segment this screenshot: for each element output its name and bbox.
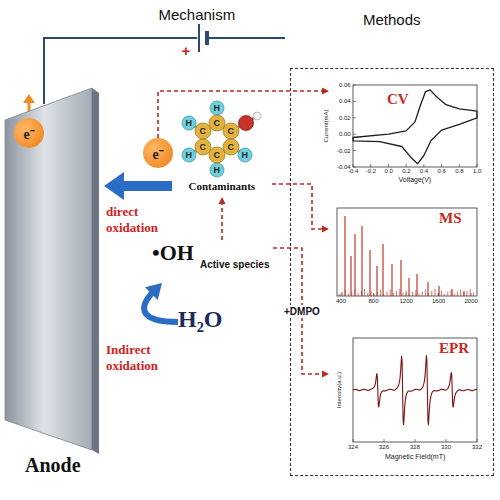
contaminant-molecule: ContaminantsCCCCCCHHHHH: [172, 100, 272, 194]
mechanism-label: Indirect oxidation: [106, 342, 186, 374]
electron-circle: e⁻: [14, 118, 44, 148]
tick-label: 324: [348, 444, 358, 450]
contaminant-molecule-art: [172, 100, 272, 194]
atom-letter: H: [242, 150, 249, 160]
atom-letter: C: [200, 142, 207, 152]
tick-label: 0.6: [438, 168, 446, 174]
battery-plate: [205, 31, 209, 45]
tick-label: -0.02: [337, 148, 351, 154]
connector-line: [273, 248, 324, 374]
wire: [209, 37, 285, 39]
panel-heading: Methods: [363, 11, 421, 28]
node-label: Anode: [25, 454, 81, 477]
tick-label: 0.00: [339, 131, 351, 137]
arrow-head: [322, 226, 329, 233]
tick-label: 0.06: [339, 82, 351, 88]
atom-letter: C: [214, 150, 221, 160]
plot-title: EPR: [439, 340, 469, 357]
methods-panel: CV Current(mA) Voltage(V) 0.06 0.04 0.02 0.00 -…: [290, 68, 494, 476]
arrow-head: [104, 172, 124, 200]
connector-line: [272, 184, 324, 229]
atom-letter: H: [214, 103, 221, 113]
electron-flow-head: [23, 94, 35, 103]
connector-arrow: [104, 172, 172, 200]
connector-line: [118, 181, 172, 191]
tick-label: 332: [472, 444, 482, 450]
axis-label: Intensity(a.u.): [336, 372, 342, 408]
tick-label: 0.04: [339, 98, 351, 104]
tick-label: 0.02: [339, 115, 351, 121]
atom-letter: H: [214, 165, 221, 175]
tick-label: 0.2: [402, 168, 410, 174]
atom-letter: H: [186, 118, 193, 128]
tick-label: 800: [369, 298, 379, 304]
connector-arrow: [219, 197, 226, 240]
arrow-head: [322, 371, 329, 378]
section-heading: Mechanism: [159, 6, 236, 23]
polarity-sign: +: [182, 42, 191, 59]
node-label: Contaminants: [189, 180, 256, 192]
tick-label: 0.8: [455, 168, 463, 174]
arrow-head: [145, 283, 162, 300]
cv-plot: CVCurrent(mA)Voltage(V)0.060.040.020.00-…: [331, 79, 481, 184]
plot-title: MS: [439, 210, 462, 227]
tick-label: 1.0: [473, 168, 481, 174]
atom-letter: C: [228, 142, 235, 152]
water-molecule: H₂O: [178, 306, 234, 338]
axis-label: Magnetic Field(mT): [385, 453, 445, 460]
connector-line: [144, 290, 178, 322]
connector-line: [158, 91, 324, 138]
tick-label: 1200: [400, 298, 413, 304]
tick-label: 2000: [465, 298, 478, 304]
radical-species: •OH Active species: [152, 240, 273, 280]
tick-label: 328: [410, 444, 420, 450]
connector-arrow: [144, 283, 178, 322]
tick-label: -0.2: [366, 168, 376, 174]
radical-symbol: •OH: [152, 240, 194, 266]
tick-label: -0.4: [348, 168, 358, 174]
atom-letter: C: [228, 126, 235, 136]
connector-arrow: [272, 184, 329, 233]
battery-plate: [198, 24, 200, 52]
tick-label: 1600: [432, 298, 445, 304]
axis-label: Voltage(V): [399, 176, 432, 183]
connector-arrow: [158, 88, 329, 139]
tick-label: 400: [336, 298, 346, 304]
tick-label: 0.4: [420, 168, 428, 174]
water-formula: H₂O: [178, 306, 223, 333]
electron-circle: e⁻: [143, 138, 173, 168]
arrow-head: [322, 88, 329, 95]
connector-arrow: [273, 248, 329, 378]
tick-label: 0.0: [384, 168, 392, 174]
ms-plot: MS 400 800 1200 1600 2000: [331, 204, 481, 314]
atom-letter: H: [186, 150, 193, 160]
species-caption: Active species: [200, 259, 270, 270]
mechanism-label: direct oxidation: [106, 204, 180, 236]
epr-plot: EPR Intensity(a.u.) Magnetic Field(mT) 324 3…: [331, 334, 481, 464]
axis-label: Current(mA): [322, 109, 328, 142]
atom-letter: C: [200, 126, 207, 136]
tick-label: 326: [379, 444, 389, 450]
wire: [44, 38, 197, 104]
arrow-head: [219, 197, 226, 204]
atom-letter: C: [214, 118, 221, 128]
tick-label: 330: [441, 444, 451, 450]
electron-label: e⁻: [153, 144, 164, 163]
edge-label: +DMPO: [282, 305, 322, 318]
anode-electrode-art: [4, 86, 102, 478]
connector-line: [221, 202, 223, 240]
anode-electrode: e⁻ Anode: [4, 86, 102, 478]
plot-title: CV: [387, 91, 409, 108]
electron-label: e⁻: [24, 124, 35, 143]
